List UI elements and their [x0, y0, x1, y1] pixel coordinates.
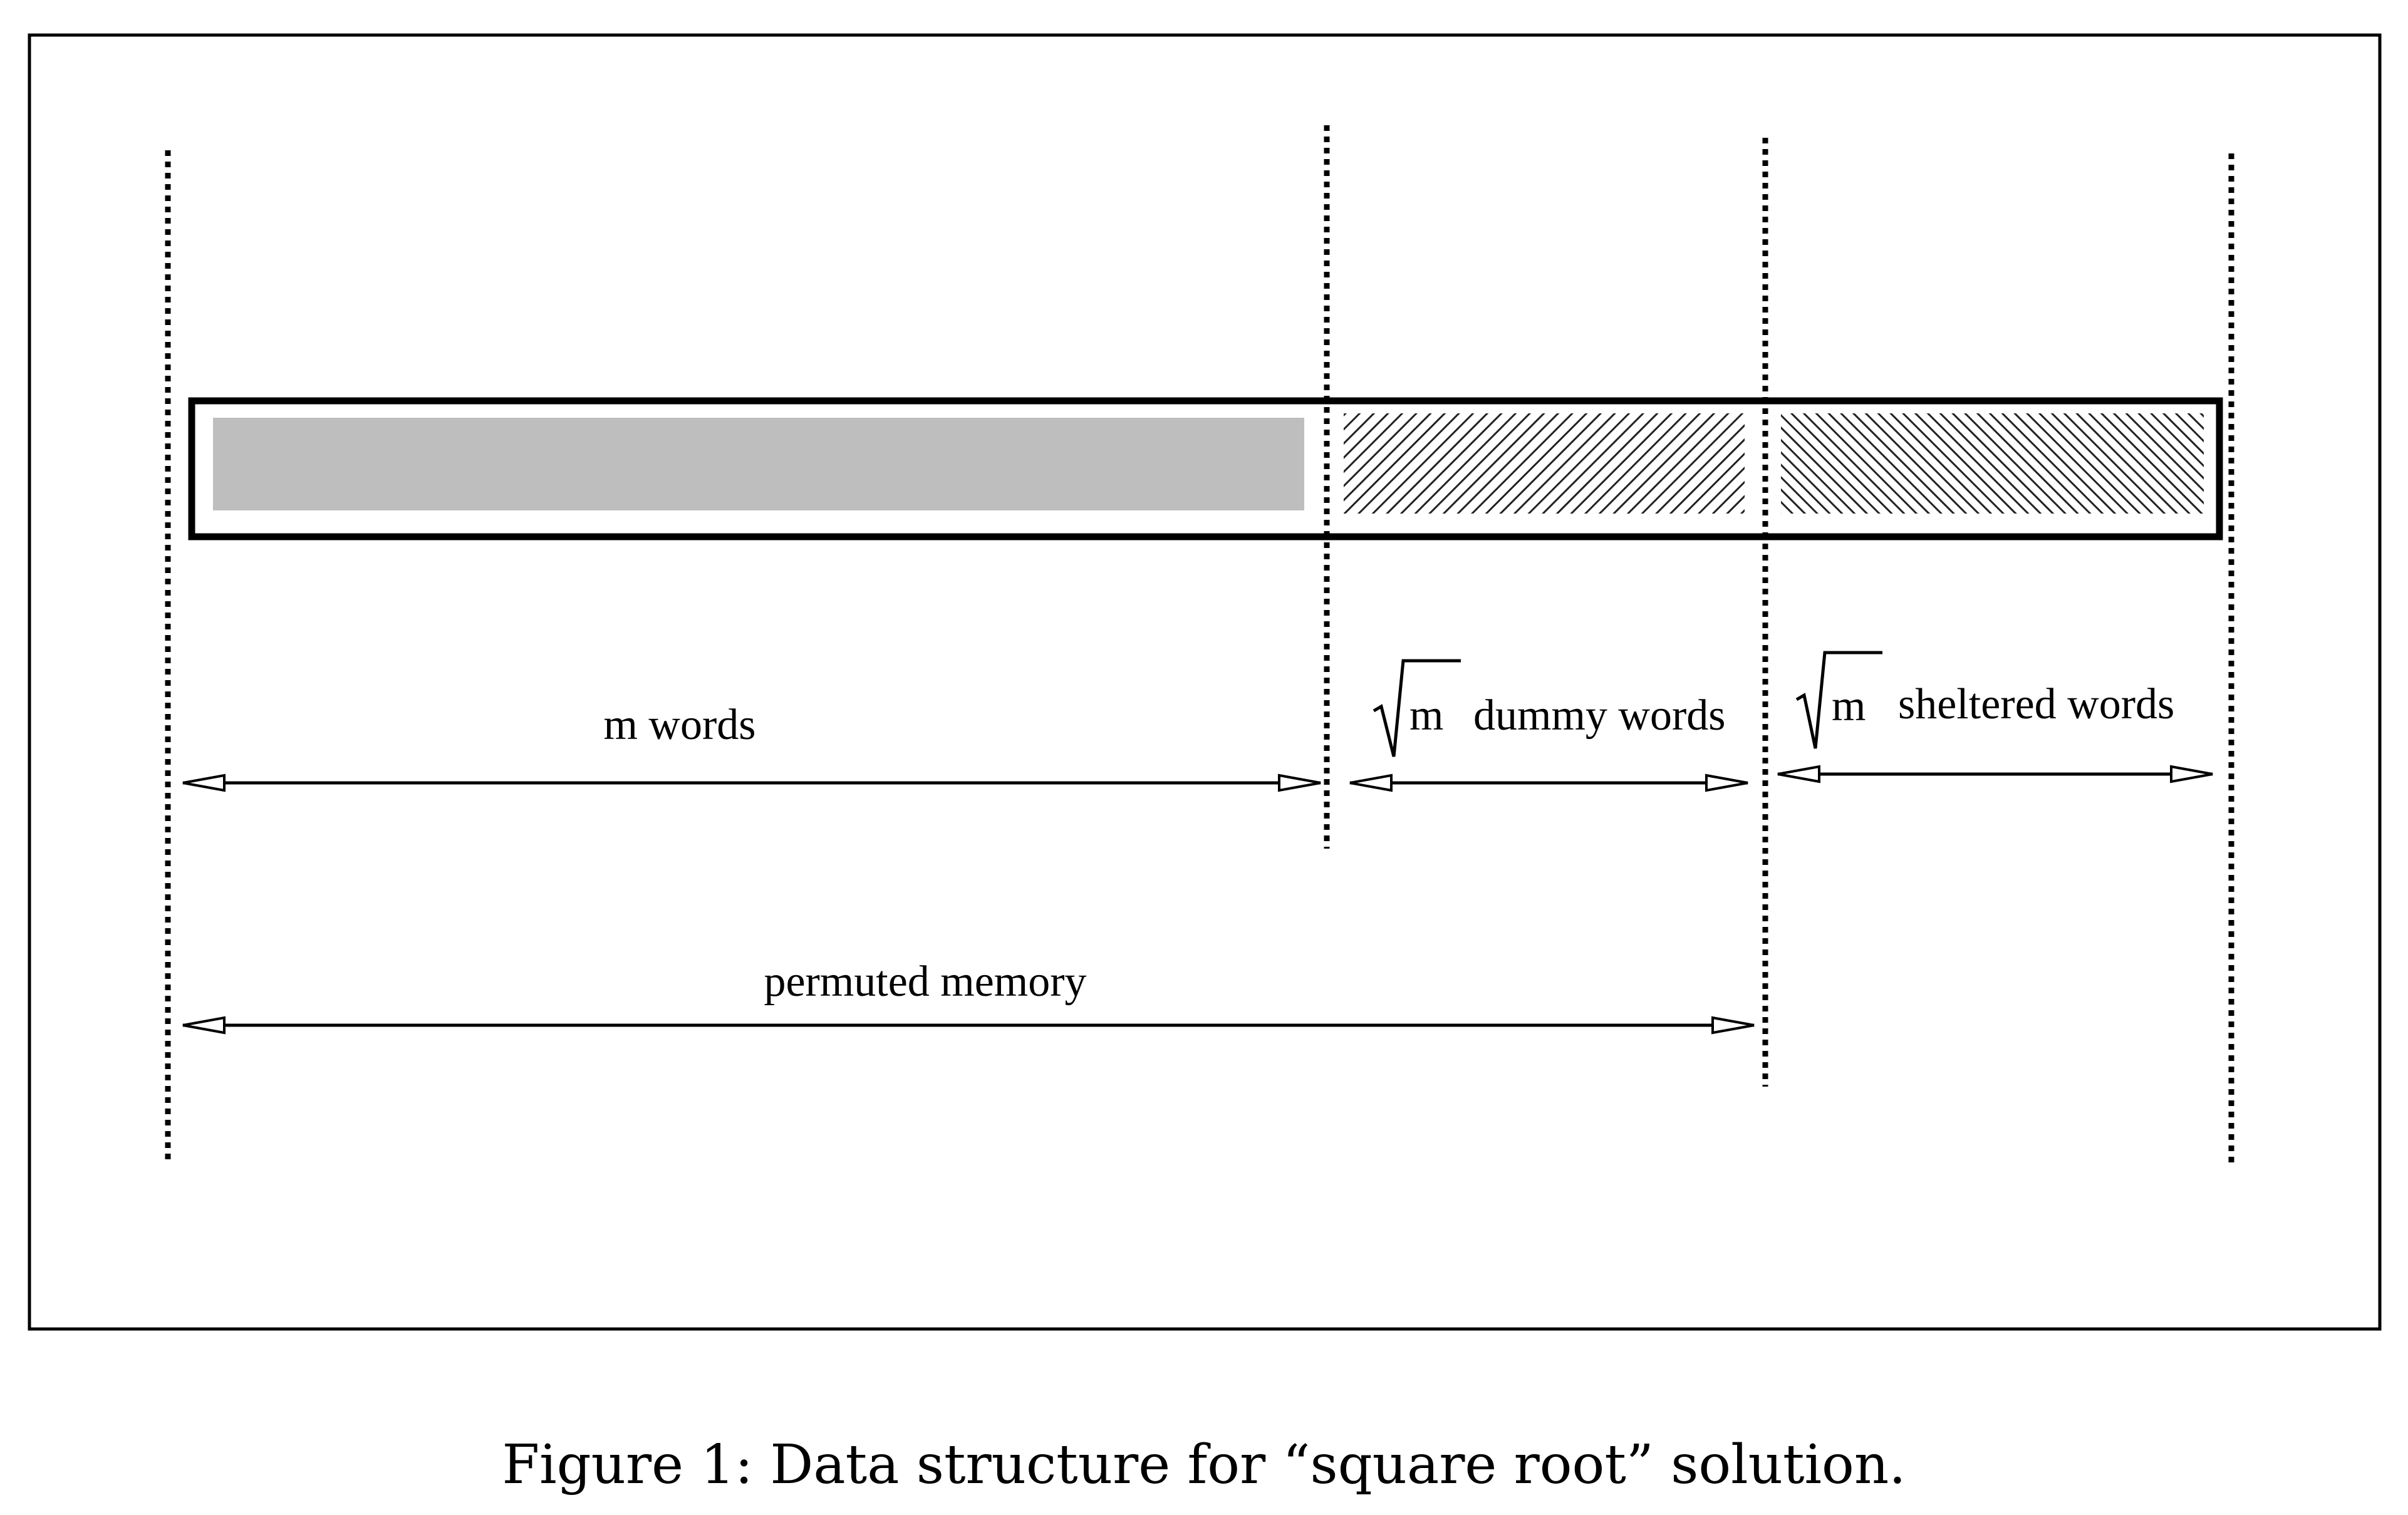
- sheltered-words-segment: [1781, 413, 2204, 514]
- figure-caption: Figure 1: Data structure for “square roo…: [502, 1434, 1906, 1496]
- sheltered-sqrt-sign: [1795, 651, 1882, 749]
- dummy-words-segment: [1344, 413, 1745, 514]
- m-words-segment: [213, 418, 1304, 510]
- figure-frame: [28, 33, 2382, 1331]
- sheltered-radicand: m: [1832, 682, 1866, 730]
- m-words-label: m words: [603, 701, 755, 749]
- sheltered-words-label: sheltered words: [1898, 680, 2174, 728]
- permuted-memory-label: permuted memory: [764, 958, 1086, 1006]
- memory-array: [188, 397, 2223, 540]
- dummy-sqrt-sign: [1373, 659, 1461, 757]
- dummy-words-label: dummy words: [1473, 691, 1726, 740]
- dummy-radicand: m: [1409, 691, 1443, 740]
